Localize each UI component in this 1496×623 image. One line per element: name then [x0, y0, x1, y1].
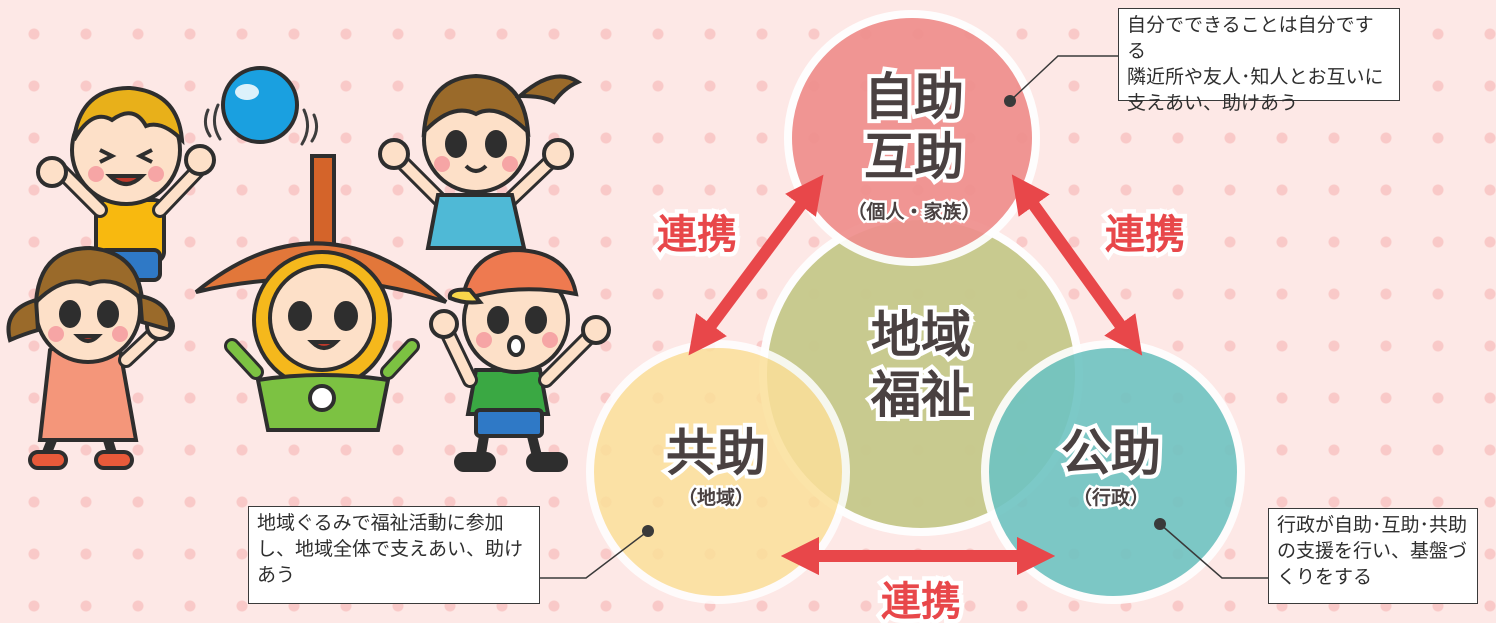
community-title-line1: 地域	[871, 306, 971, 364]
link-label-left: 連携	[657, 212, 737, 258]
venn-diagram	[586, 10, 1245, 604]
self-help-leader-dot	[1004, 95, 1016, 107]
public-help-leader-dot	[1154, 518, 1166, 530]
self-help-circle	[784, 10, 1040, 266]
mascot-icon	[194, 154, 448, 432]
self-help-subtitle: （個人・家族）	[847, 200, 980, 223]
link-label-bottom: 連携	[881, 579, 961, 623]
children-illustration	[6, 66, 611, 472]
girl-icon	[6, 245, 175, 470]
public-help-subtitle: （行政）	[1073, 486, 1149, 509]
motion-lines	[203, 103, 319, 146]
mutual-help-leader	[540, 530, 649, 579]
self-help-leader	[1009, 55, 1118, 102]
girl-icon	[378, 73, 583, 250]
left-link-arrow	[688, 174, 824, 356]
right-link-arrow	[1011, 174, 1143, 356]
public-help-title: 公助	[1061, 424, 1161, 482]
boy-icon	[36, 85, 216, 282]
mutual-help-title: 共助	[666, 424, 766, 482]
public-help-leader	[1159, 523, 1268, 579]
link-label-right: 連携	[1105, 212, 1185, 258]
community-title-line2: 福祉	[870, 366, 971, 424]
mutual-help-callout: 地域ぐるみで福祉活動に参加し、地域全体で支えあい、助けあう	[248, 506, 540, 604]
mutual-help-leader-dot	[642, 525, 654, 537]
boy-icon	[429, 247, 611, 472]
callout-leaders	[540, 55, 1268, 579]
self-help-title: 自助	[864, 68, 964, 126]
ball-icon	[221, 66, 299, 144]
self-help-callout: 自分でできることは自分でする 隣近所や友人･知人とお互いに支えあい、助けあう	[1118, 8, 1400, 114]
link-arrows	[688, 174, 1143, 576]
public-help-callout: 行政が自助･互助･共助の支援を行い、基盤づくりをする	[1268, 508, 1478, 604]
mutual-assistance-title: 互助	[864, 128, 964, 186]
mutual-help-subtitle: （地域）	[678, 486, 754, 509]
